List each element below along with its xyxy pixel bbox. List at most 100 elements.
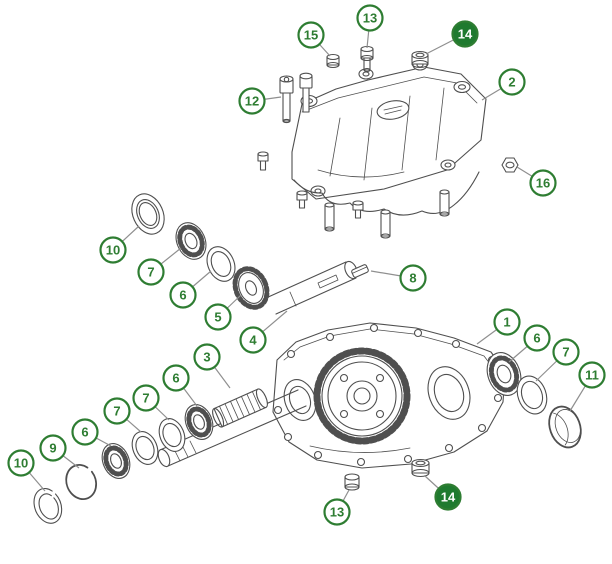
part-pinion-shaft-4: [265, 260, 358, 315]
callout-number: 13: [363, 11, 377, 26]
part-bearing-cone-upper-7: [175, 222, 207, 260]
callout-number: 1: [503, 315, 510, 330]
callout-circle[interactable]: [238, 87, 266, 115]
part-bearing-right-6: [486, 352, 522, 396]
part-seal-upper-10: [131, 193, 165, 235]
part-bevel-gear-5: [232, 266, 270, 310]
callout-13[interactable]: 13: [323, 498, 351, 526]
callout-14[interactable]: 14: [434, 483, 462, 511]
callout-6[interactable]: 6: [523, 324, 551, 352]
callout-circle[interactable]: [137, 258, 165, 286]
ring-gear: [313, 347, 411, 445]
part-race-lower-7b: [131, 431, 159, 465]
callout-11[interactable]: 11: [578, 361, 606, 389]
callout-number: 12: [245, 94, 259, 109]
callout-circle[interactable]: [297, 21, 325, 49]
callout-number: 7: [147, 265, 154, 280]
callout-12[interactable]: 12: [238, 87, 266, 115]
callout-14[interactable]: 14: [451, 20, 479, 48]
part-bearing-lower-6b: [101, 443, 131, 479]
callout-circle[interactable]: [434, 483, 462, 511]
callout-circle[interactable]: [193, 343, 221, 371]
callout-6[interactable]: 6: [162, 364, 190, 392]
callout-number: 7: [113, 404, 120, 419]
callout-number: 14: [458, 27, 473, 42]
callout-number: 3: [203, 350, 210, 365]
callout-circle[interactable]: [552, 338, 580, 366]
callout-circle[interactable]: [239, 326, 267, 354]
callout-number: 7: [562, 345, 569, 360]
spline-hub: [212, 388, 268, 428]
callout-3[interactable]: 3: [193, 343, 221, 371]
callout-number: 16: [536, 176, 550, 191]
callout-circle[interactable]: [529, 169, 557, 197]
callout-circle[interactable]: [523, 324, 551, 352]
callout-circle[interactable]: [578, 361, 606, 389]
callout-circle[interactable]: [103, 397, 131, 425]
part-housing: [272, 322, 506, 469]
part-race-right-7: [516, 375, 548, 415]
part-socket-bolt-12: [279, 72, 313, 124]
part-end-cap-11: [548, 405, 582, 449]
callout-circle[interactable]: [169, 281, 197, 309]
callout-circle[interactable]: [399, 264, 427, 292]
part-snap-ring-9: [65, 464, 98, 501]
part-key-8: [351, 264, 369, 278]
part-bearing-cup-upper-6: [206, 246, 236, 282]
callout-circle[interactable]: [493, 308, 521, 336]
part-plug-15: [326, 53, 340, 69]
callout-number: 10: [106, 243, 120, 258]
callout-circle[interactable]: [162, 364, 190, 392]
callout-number: 14: [441, 490, 456, 505]
callout-8[interactable]: 8: [399, 264, 427, 292]
cover-studs: [324, 189, 450, 239]
callout-circle[interactable]: [39, 434, 67, 462]
callout-15[interactable]: 15: [297, 21, 325, 49]
callout-1[interactable]: 1: [493, 308, 521, 336]
callout-7[interactable]: 7: [552, 338, 580, 366]
line-art-layer: [33, 45, 582, 524]
callout-number: 6: [179, 288, 186, 303]
part-seal-lower-10: [33, 487, 63, 524]
callout-number: 11: [585, 368, 599, 383]
callout-circle[interactable]: [99, 236, 127, 264]
part-nut-16: [501, 157, 519, 173]
callout-number: 6: [172, 371, 179, 386]
callout-circle[interactable]: [204, 303, 232, 331]
callout-circle[interactable]: [7, 449, 35, 477]
callout-6[interactable]: 6: [71, 418, 99, 446]
callout-circle[interactable]: [132, 384, 160, 412]
callout-number: 5: [214, 310, 221, 325]
callout-number: 9: [49, 441, 56, 456]
cover-rim-bolts: [257, 151, 364, 219]
callout-10[interactable]: 10: [99, 236, 127, 264]
part-breather-cap-top: [411, 50, 429, 69]
callout-circle[interactable]: [71, 418, 99, 446]
part-race-lower-7a: [158, 418, 186, 452]
callout-7[interactable]: 7: [137, 258, 165, 286]
callout-number: 8: [409, 271, 416, 286]
part-bearing-lower-6a: [184, 404, 214, 440]
callout-7[interactable]: 7: [132, 384, 160, 412]
callout-circle[interactable]: [356, 4, 384, 32]
callout-number: 4: [249, 333, 257, 348]
part-cap-bottom-14: [411, 458, 430, 478]
callout-number: 7: [142, 391, 149, 406]
callout-6[interactable]: 6: [169, 281, 197, 309]
callout-9[interactable]: 9: [39, 434, 67, 462]
callout-5[interactable]: 5: [204, 303, 232, 331]
callout-number: 6: [533, 331, 540, 346]
callout-4[interactable]: 4: [239, 326, 267, 354]
callout-circle[interactable]: [451, 20, 479, 48]
callout-13[interactable]: 13: [356, 4, 384, 32]
callout-circle[interactable]: [323, 498, 351, 526]
callout-7[interactable]: 7: [103, 397, 131, 425]
callout-circle[interactable]: [498, 68, 526, 96]
callout-number: 10: [14, 456, 28, 471]
callout-2[interactable]: 2: [498, 68, 526, 96]
callout-10[interactable]: 10: [7, 449, 35, 477]
callout-16[interactable]: 16: [529, 169, 557, 197]
